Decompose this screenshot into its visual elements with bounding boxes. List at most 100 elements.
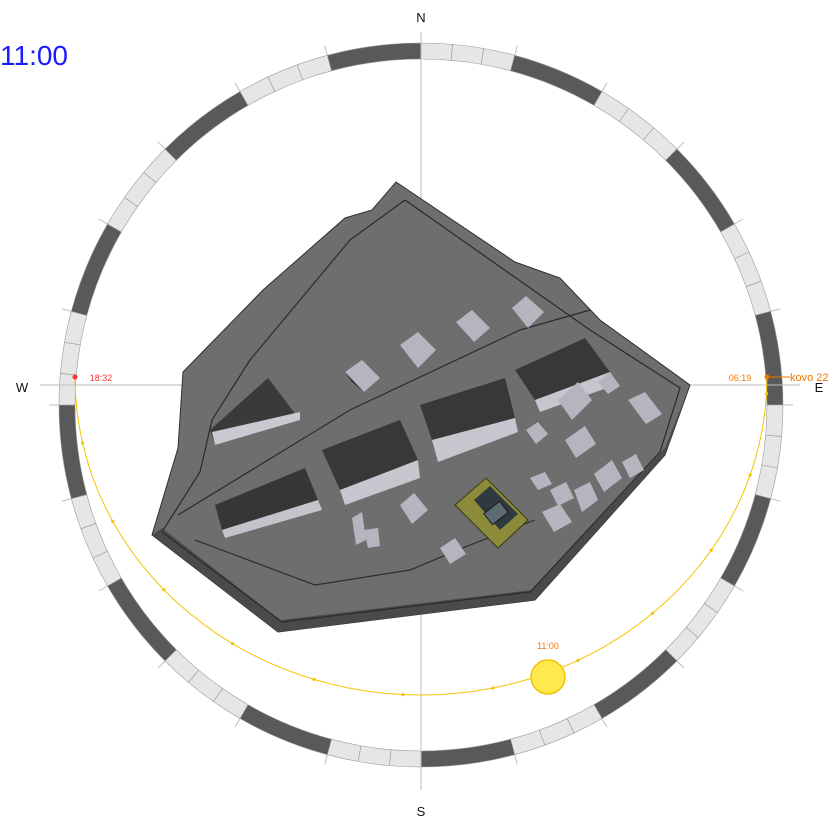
small-buildings <box>345 296 662 564</box>
ring-segment-dark <box>593 649 678 719</box>
building <box>352 512 366 545</box>
building <box>345 360 380 392</box>
ring-segment-dark <box>754 310 784 406</box>
site-model <box>151 181 691 633</box>
ring-segment-light <box>64 310 88 346</box>
sun-path-hour-dot <box>111 519 115 523</box>
sun-time-label: 11:00 <box>537 641 559 651</box>
ring-tick <box>98 218 108 225</box>
ring-segment-dark <box>510 54 603 106</box>
ring-segment-dark <box>164 91 249 161</box>
ring-segment-light <box>480 48 516 72</box>
ring-segment-dark <box>239 704 332 756</box>
building <box>512 296 544 328</box>
ring-segment-light <box>450 44 485 65</box>
ring-segment-light <box>389 749 422 768</box>
sun-path-hour-dot <box>709 548 713 552</box>
sun-path-arc <box>74 376 768 696</box>
ring-tick <box>676 660 685 669</box>
north-label: N <box>416 10 425 25</box>
building <box>530 472 552 490</box>
sunset-time-label: 18:32 <box>90 373 113 383</box>
building <box>622 454 644 478</box>
ring-segment-light <box>239 76 276 106</box>
ring-tick <box>61 498 72 502</box>
west-label: W <box>16 380 29 395</box>
building <box>526 422 548 444</box>
road-line <box>177 309 591 516</box>
building-roof <box>222 500 322 538</box>
ring-segment-light <box>765 404 784 437</box>
sun-path-hour-dot <box>650 611 655 615</box>
ring-segment-dark <box>58 404 88 500</box>
building <box>364 528 380 548</box>
south-label: S <box>417 804 426 819</box>
ring-tick <box>601 82 608 92</box>
ring-segment-light <box>734 251 762 288</box>
ring-segment-dark <box>720 494 772 587</box>
ring-segment-dark <box>420 738 516 768</box>
building <box>550 482 574 506</box>
target-building-roof <box>483 500 509 526</box>
ring-tick <box>324 754 328 765</box>
ring-tick <box>157 141 166 150</box>
building <box>565 426 596 458</box>
sunset-marker <box>72 374 78 380</box>
ring-segment-light <box>566 704 603 734</box>
site-boundary <box>161 199 681 623</box>
east-label: E <box>815 380 824 395</box>
ring-tick <box>61 308 72 312</box>
terrain-rim-shadow <box>152 385 690 632</box>
ring-tick <box>770 308 781 312</box>
building-roof <box>340 460 420 505</box>
building-side <box>322 420 418 490</box>
ring-segment-dark <box>665 148 735 233</box>
building-roof <box>432 418 518 462</box>
ring-segment-light <box>420 42 453 61</box>
building <box>558 382 592 420</box>
ring-tick <box>514 45 518 56</box>
sun-path-hour-dot <box>764 392 769 396</box>
sun-icon <box>530 659 566 695</box>
ring-segment-dark <box>107 577 177 662</box>
ring-segment-light <box>754 464 778 500</box>
ring-segment-light <box>296 54 332 81</box>
building <box>440 538 466 564</box>
sun-path-hour-dot <box>80 441 85 445</box>
sun-path-hour-dot <box>576 658 580 662</box>
ring-tick <box>234 718 241 728</box>
ring-segment-dark <box>70 223 122 316</box>
sunrise-marker <box>764 374 770 380</box>
ring-segment-light <box>357 745 392 766</box>
ring-tick <box>324 45 328 56</box>
building-side <box>215 468 318 530</box>
building <box>456 310 490 342</box>
ring-tick <box>676 141 685 150</box>
ring-tick <box>514 754 518 765</box>
sun-path-hour-dot <box>230 642 235 646</box>
building <box>400 332 436 368</box>
sun-path-hour-dot <box>401 692 405 697</box>
ring-segment-light <box>761 434 782 469</box>
building <box>400 493 428 524</box>
ring-segment-light <box>510 729 546 756</box>
building-side <box>515 338 610 400</box>
ring-tick <box>734 585 744 592</box>
building-side <box>420 378 515 440</box>
building <box>628 392 662 424</box>
ring-tick <box>157 660 166 669</box>
building <box>574 482 598 512</box>
ring-tick <box>98 585 108 592</box>
ring-segment-light <box>267 64 304 92</box>
sun-path-hour-dot <box>491 686 495 690</box>
target-building <box>454 477 529 549</box>
building-row <box>210 338 615 538</box>
ring-tick <box>734 218 744 225</box>
ring-segment-light <box>92 550 122 587</box>
building <box>542 504 572 532</box>
building <box>594 460 622 492</box>
compass-ring <box>49 33 793 777</box>
ring-segment-dark <box>326 42 422 72</box>
ring-tick <box>770 498 781 502</box>
